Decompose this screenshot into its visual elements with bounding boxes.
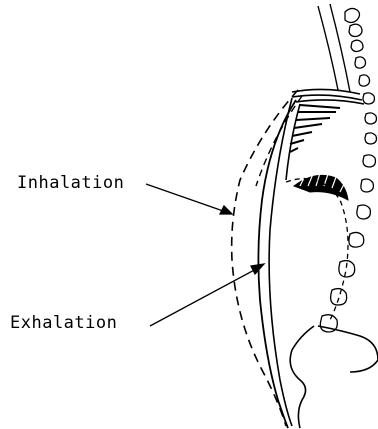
inhalation-arrow bbox=[146, 184, 232, 214]
exhalation-arrow bbox=[150, 264, 264, 326]
inhalation-contour bbox=[232, 90, 298, 426]
pelvis-outline bbox=[290, 326, 378, 428]
diaphragm-dome bbox=[294, 173, 348, 200]
abdominal-cavity-outline bbox=[286, 179, 348, 320]
inhalation-label: Inhalation bbox=[17, 173, 124, 193]
ribs bbox=[292, 89, 364, 104]
inhalation-contour-inner bbox=[256, 96, 302, 186]
exhalation-label: Exhalation bbox=[10, 313, 117, 333]
spine-vertebrae bbox=[320, 8, 376, 332]
